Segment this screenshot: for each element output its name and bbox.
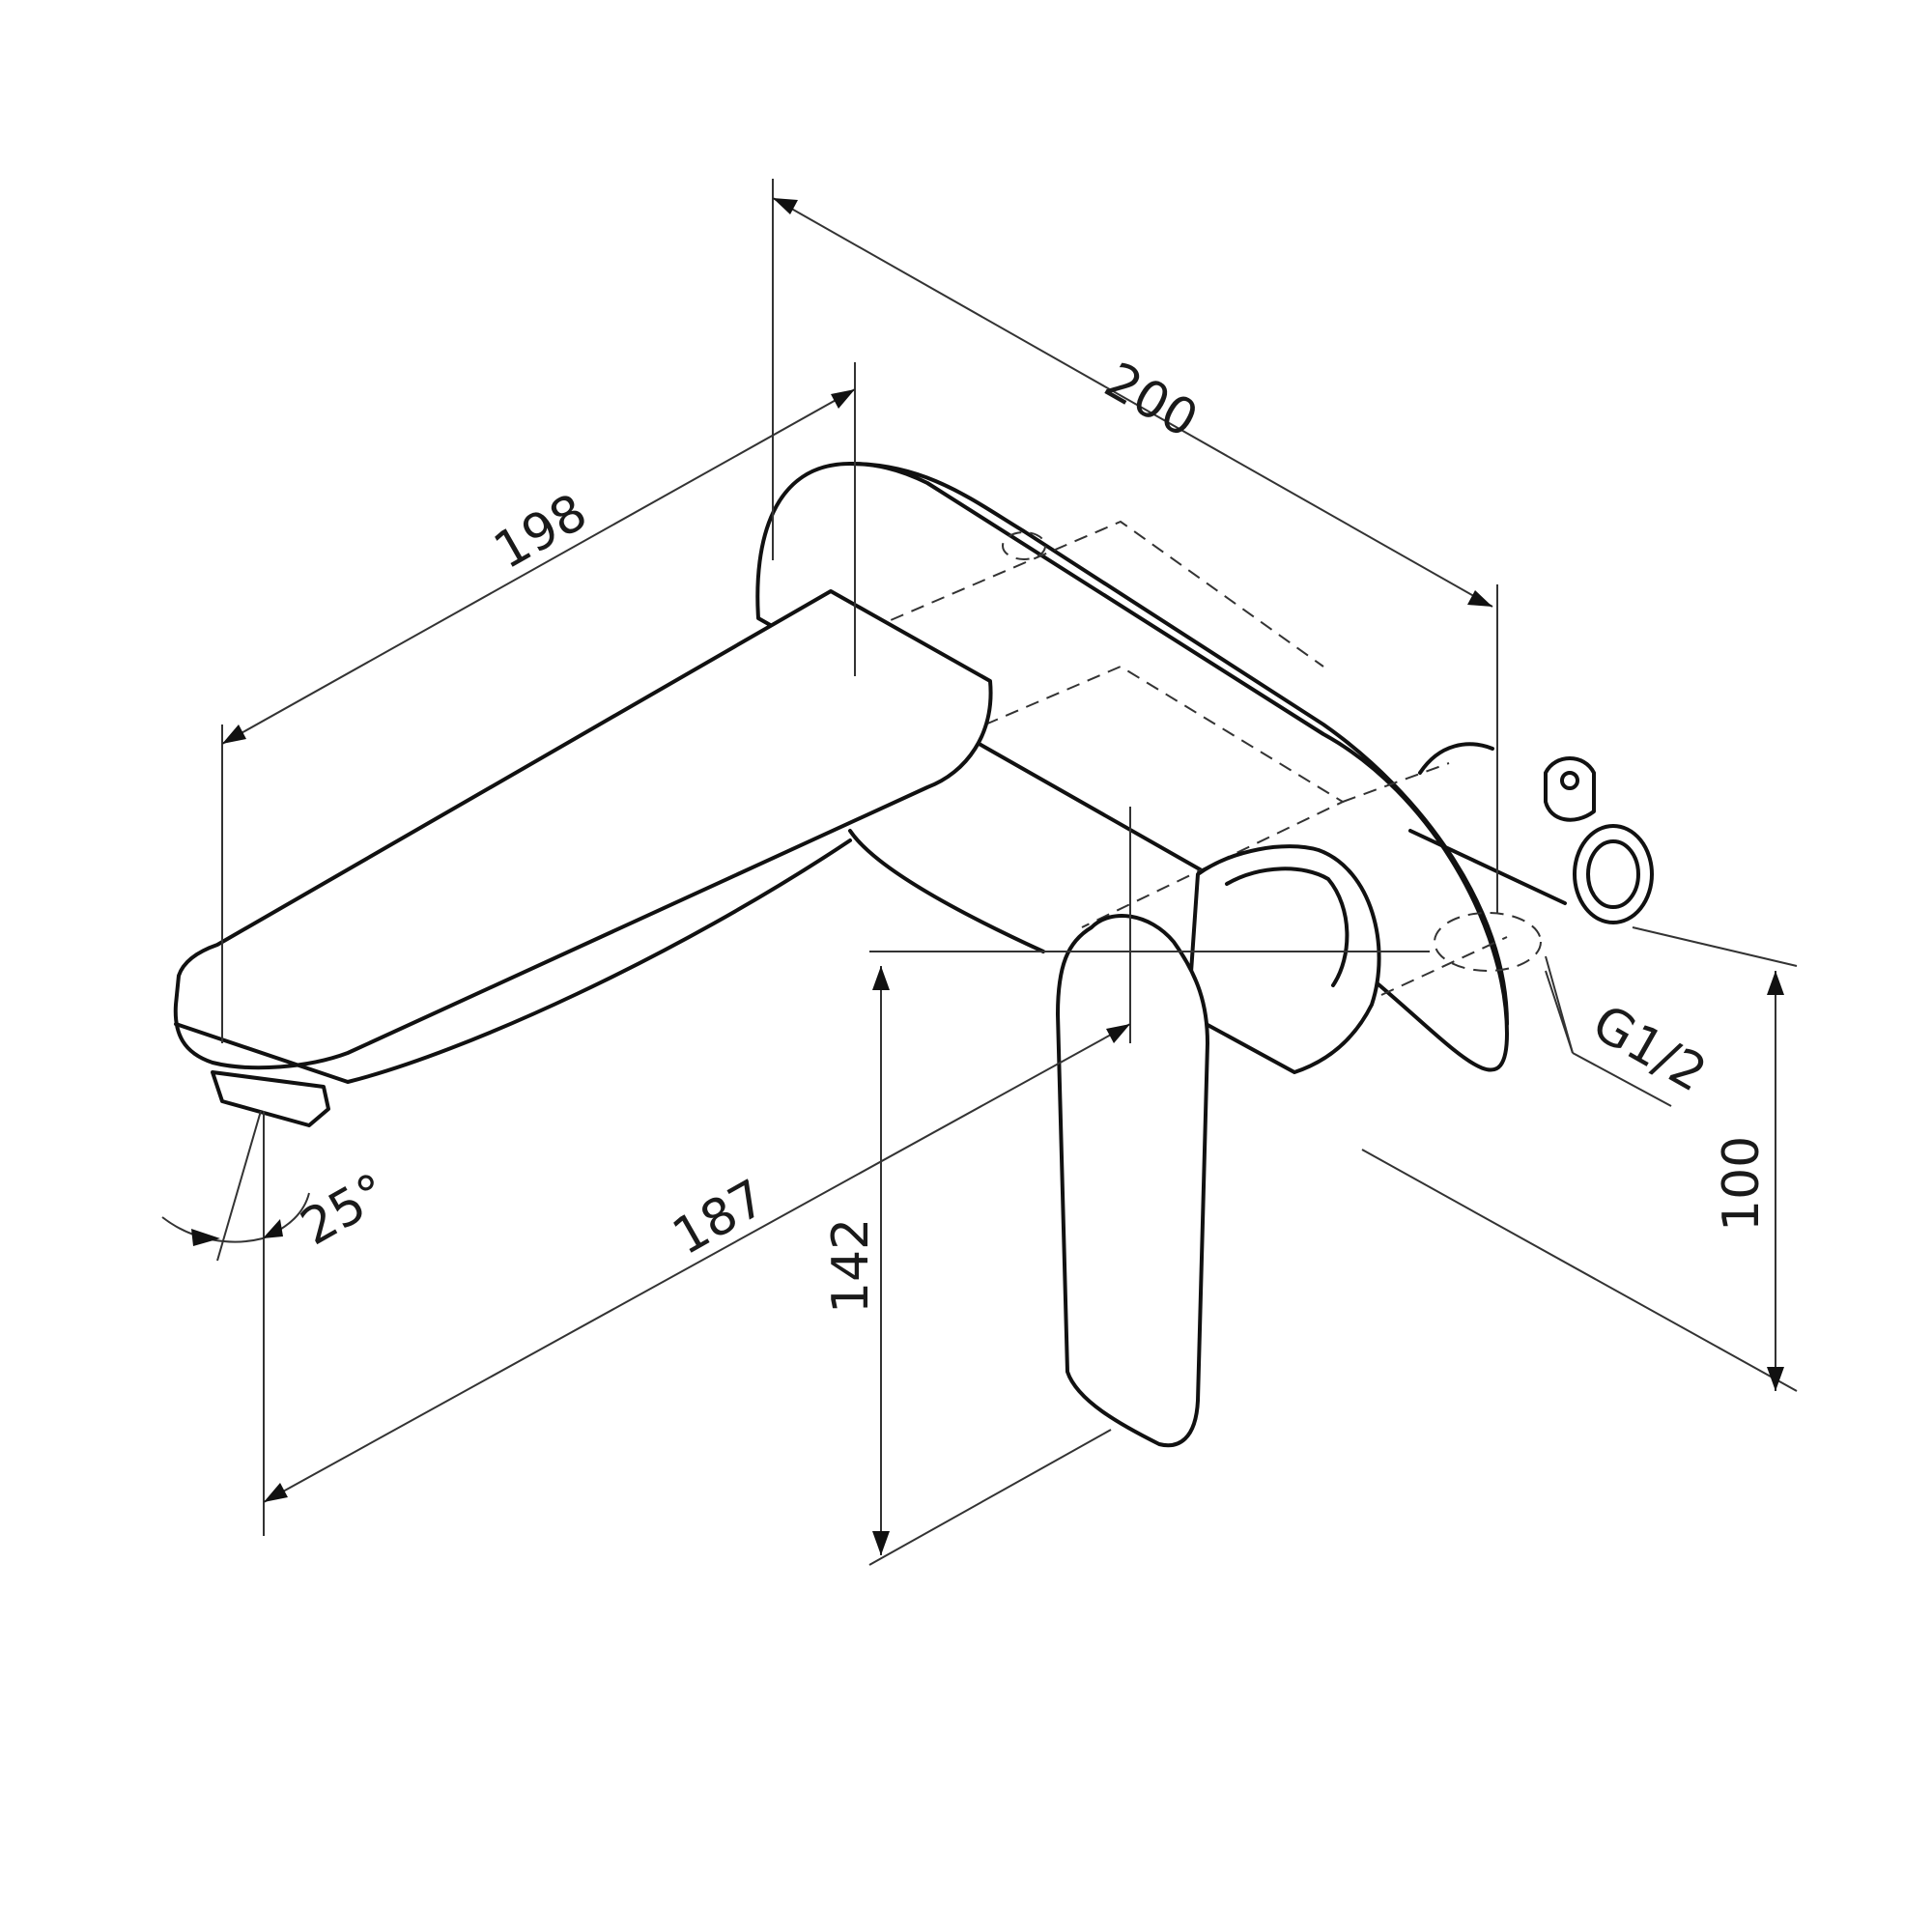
dim-142-label: 142 (822, 1218, 880, 1314)
thread-callout: G1/2 (1545, 955, 1716, 1107)
dimension-100: 100 (1361, 926, 1798, 1392)
angle-25-label: 25° (292, 1163, 398, 1258)
angle-25: 25° (161, 1110, 398, 1262)
spout (173, 589, 1045, 1127)
dimension-142: 142 (822, 951, 1430, 1566)
connector (1408, 742, 1654, 924)
mixer-body (1186, 844, 1381, 1074)
dim-100-label: 100 (1713, 1136, 1771, 1232)
thread-size-label: G1/2 (1583, 994, 1716, 1103)
lever-handle (1056, 914, 1209, 1448)
dim-187-label: 187 (664, 1169, 776, 1266)
